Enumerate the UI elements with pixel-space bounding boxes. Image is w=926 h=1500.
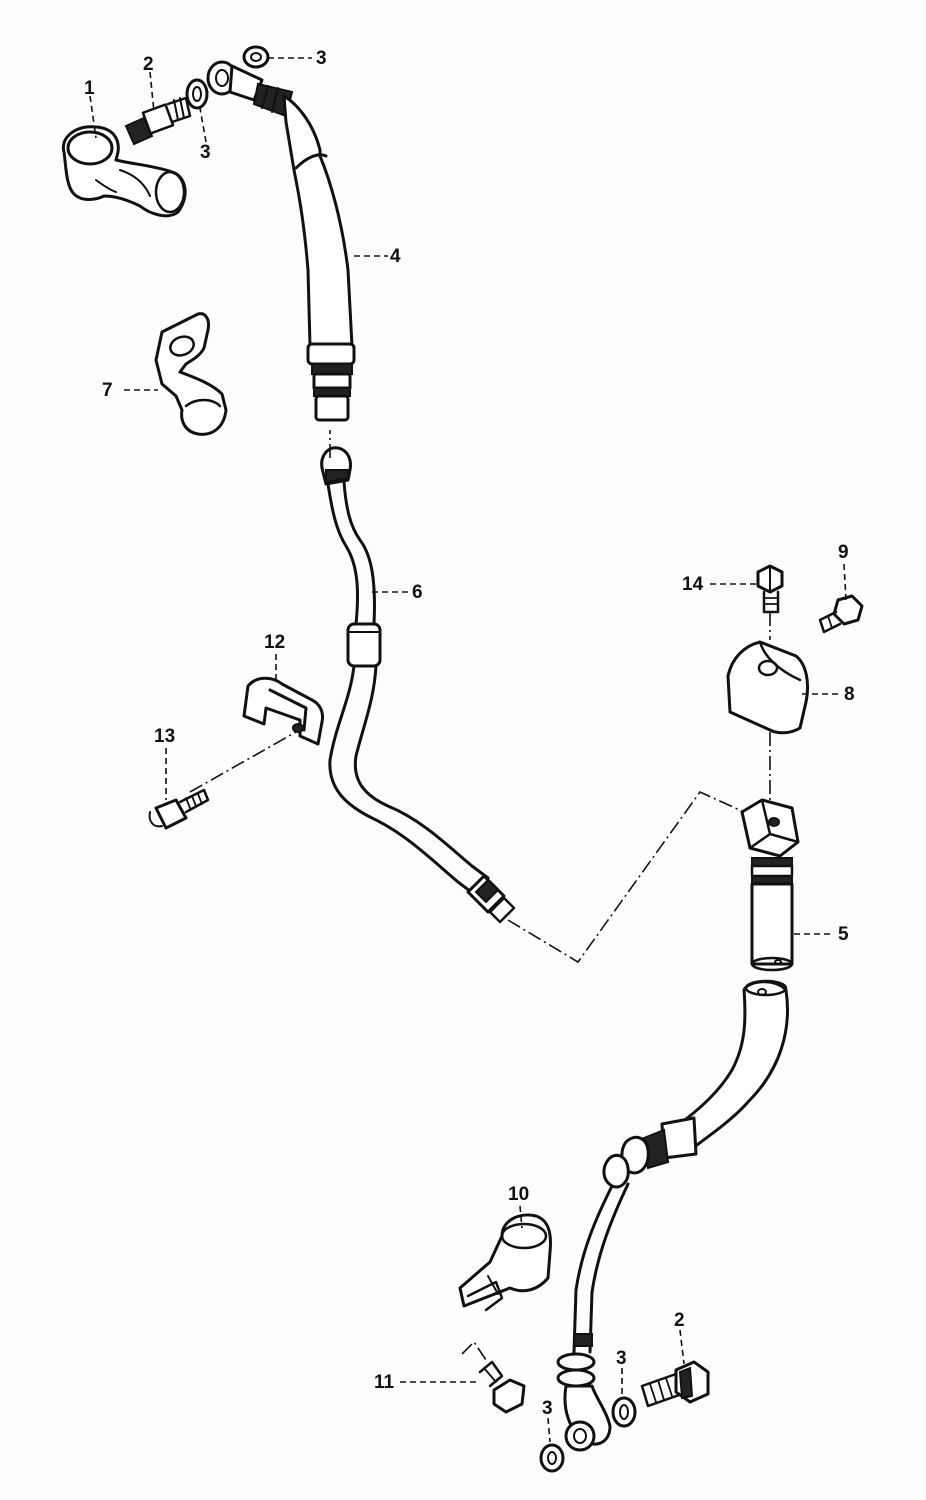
part-7-clamp-bracket [154,312,228,436]
part-12-pipe-clamp [242,676,324,746]
part-11-bolt [478,1360,526,1414]
callout-labels: 1 2 3 3 4 7 6 12 13 14 9 8 5 10 11 2 3 3 [84,48,855,1419]
callout-3-top-right: 3 [316,48,327,69]
callout-6: 6 [412,582,423,603]
part-6-brake-pipe [320,446,516,924]
callout-3-lower-left: 3 [542,1398,553,1419]
callout-4: 4 [390,246,401,267]
callout-12: 12 [264,632,285,653]
part-14-bolt [756,564,784,614]
callout-3-lower-right: 3 [616,1348,627,1369]
part-2-banjo-bolt-lower [640,1360,710,1408]
callout-2-top: 2 [143,54,154,75]
callout-9: 9 [838,542,849,563]
callout-8: 8 [844,684,855,705]
callout-10: 10 [508,1184,529,1205]
callout-13: 13 [154,726,175,747]
callout-14: 14 [682,574,704,595]
part-8-bracket [726,640,810,735]
part-9-bolt [818,594,864,634]
part-4-brake-hose [206,60,356,422]
callout-7: 7 [102,380,113,401]
part-5-lower-brake-hose [556,798,800,1452]
callout-11: 11 [374,1372,395,1393]
callout-1: 1 [84,78,95,99]
part-1-union-fitting [61,125,187,218]
callout-leaders [89,57,847,1443]
part-3-washers-lower [539,1396,637,1473]
callout-2-lower: 2 [674,1310,685,1331]
callout-3-top-left: 3 [200,142,211,163]
part-10-clamp [458,1213,552,1312]
callout-5: 5 [838,924,849,945]
part-3-washers-top [185,45,270,110]
assembly-lines [189,430,771,1361]
part-13-bolt [148,788,210,830]
part-2-banjo-bolt-top [124,96,192,146]
